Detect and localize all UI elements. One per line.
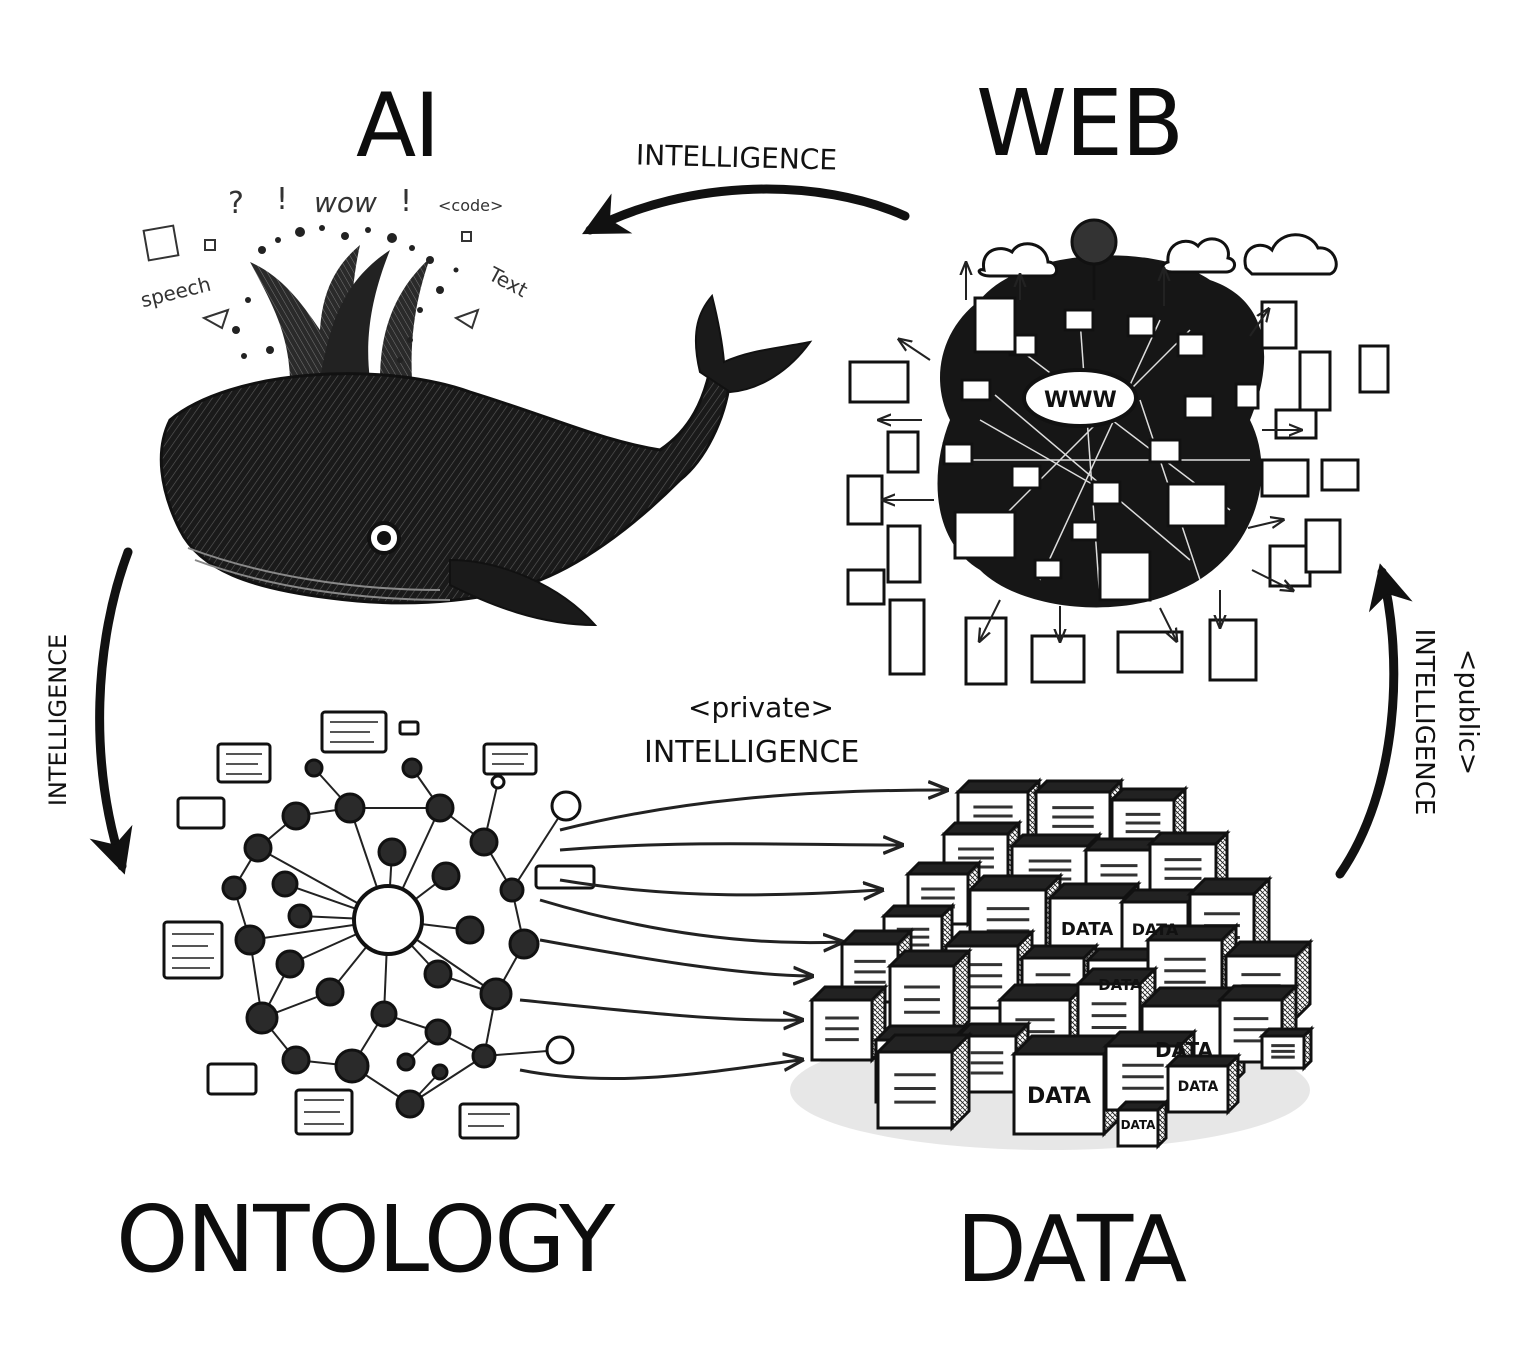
data-box <box>878 1052 952 1128</box>
arrow-data-to-web <box>1340 572 1394 874</box>
data-box-label: DATA <box>1050 919 1124 940</box>
data-box-top <box>1226 942 1310 956</box>
doodle-bang-2: ! <box>400 184 412 219</box>
data-box-top <box>1036 781 1121 792</box>
data-box-top <box>970 876 1060 890</box>
data-box-label: DATA <box>1142 1038 1226 1062</box>
data-box-label: DATA <box>1014 1084 1104 1109</box>
doodle-code: <code> <box>438 196 503 215</box>
data-box-top <box>890 951 969 966</box>
data-box-top <box>1000 985 1085 1000</box>
data-box-label: DATA <box>1122 920 1188 939</box>
arrow-web-to-ai <box>590 189 905 230</box>
node-data-title: DATA <box>956 1204 1185 1296</box>
edge-label-ai-to-ontology: INTELLIGENCE <box>46 634 70 806</box>
node-ai-title: AI <box>356 82 438 170</box>
whale-illustration <box>161 245 810 625</box>
node-web-title: WEB <box>976 78 1182 170</box>
data-box-top <box>812 987 885 1000</box>
edge-tag-private: <private> <box>688 694 834 722</box>
data-box-top <box>946 932 1032 946</box>
data-box-top <box>944 823 1019 834</box>
edge-tag-public: <public> <box>1455 649 1482 775</box>
ontology-graph-illustration <box>164 712 594 1138</box>
web-network-illustration <box>848 220 1388 684</box>
edge-label-data-to-web: INTELLIGENCE <box>1411 629 1437 816</box>
edge-label-ontology-to-data: INTELLIGENCE <box>644 738 859 768</box>
node-ontology-title: ONTOLOGY <box>116 1194 613 1286</box>
data-box-top <box>1112 789 1185 800</box>
doodle-www: WWW <box>1044 388 1117 413</box>
data-box-top <box>842 931 911 944</box>
data-box-label: DATA <box>1088 976 1152 994</box>
data-box-top <box>1150 833 1227 844</box>
data-box-label: DATA <box>1168 1079 1228 1095</box>
arrow-ai-to-ontology <box>100 552 128 866</box>
doodle-question: ? <box>228 186 244 221</box>
doodle-wow: wow <box>314 186 377 219</box>
edge-label-web-to-ai: INTELLIGENCE <box>636 141 838 174</box>
data-box-top <box>958 781 1039 792</box>
doodle-bang: ! <box>276 182 288 217</box>
data-box-top <box>908 863 979 874</box>
data-box-top <box>878 1035 969 1052</box>
data-box-top <box>1190 879 1269 894</box>
data-box-top <box>1050 884 1138 898</box>
data-box-top <box>1012 835 1099 846</box>
data-box-top <box>1220 986 1296 1000</box>
data-box-top <box>1122 890 1200 902</box>
data-box-label: DATA <box>1118 1118 1158 1132</box>
data-box-top <box>1022 946 1096 958</box>
